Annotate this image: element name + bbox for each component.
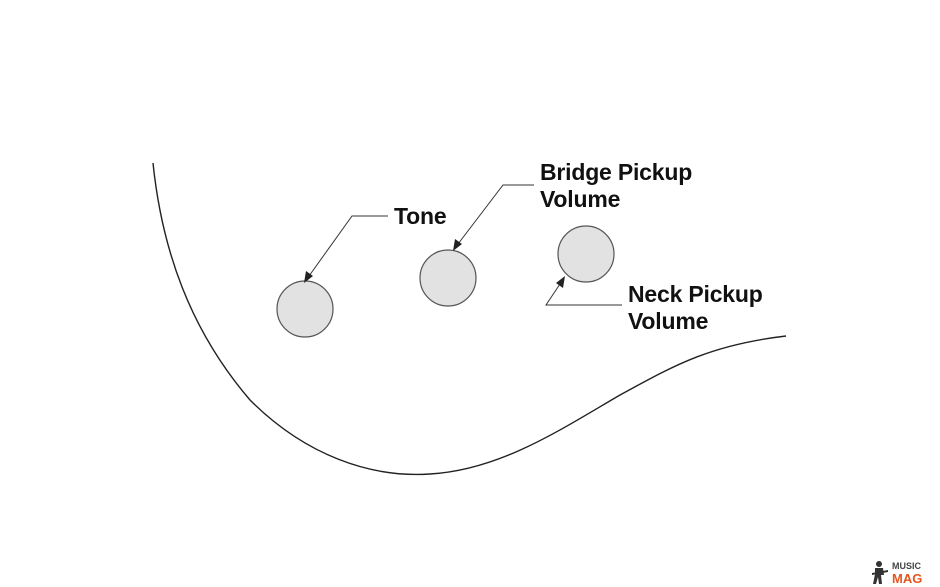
guitarist-silhouette-icon (872, 561, 888, 584)
neck-pickup-label-line2: Volume (628, 308, 708, 334)
tone-knob (276, 280, 334, 338)
neck-arrowhead (556, 276, 565, 288)
watermark-music-text: MUSIC (892, 561, 922, 571)
tone-label: Tone (394, 203, 446, 229)
guitar-body-outline (152, 162, 787, 476)
watermark-mag-text: MAG (892, 571, 922, 585)
bridge-pickup-label-line1: Bridge Pickup (540, 159, 692, 185)
bridge-pickup-volume-knob (419, 249, 477, 307)
neck-pickup-volume-knob (557, 225, 615, 283)
bridge-arrowhead (453, 239, 462, 251)
musicmag-watermark-logo: MUSIC MAG (872, 561, 922, 585)
tone-leader-line (308, 215, 388, 277)
neck-leader-line (545, 283, 622, 306)
neck-pickup-label-line1: Neck Pickup (628, 281, 763, 307)
bridge-pickup-label-line2: Volume (540, 186, 620, 212)
bridge-leader-line (457, 184, 534, 245)
tone-arrowhead (304, 271, 313, 283)
